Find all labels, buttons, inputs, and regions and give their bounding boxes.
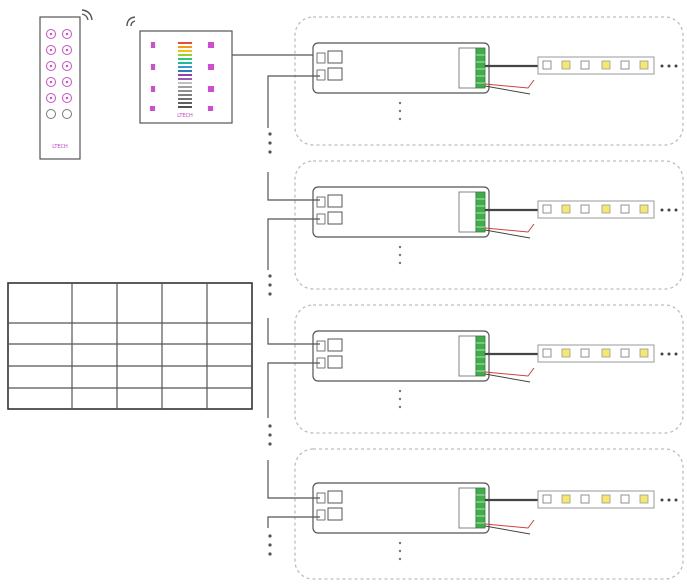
remote-controller: LTECH <box>39 16 81 160</box>
zone-3 <box>294 304 684 434</box>
zone-1 <box>294 16 684 146</box>
chain-continuation-dots <box>268 132 272 556</box>
led-strip-4 <box>537 490 655 509</box>
strip-continuation-dots <box>660 64 678 502</box>
color-slider <box>178 42 192 108</box>
remote-brand-label: LTECH <box>52 144 68 150</box>
led-strip-2 <box>537 200 655 219</box>
panel-wifi-icon <box>126 16 136 27</box>
zone-4 <box>294 448 684 580</box>
chain-wire-2-in <box>267 172 320 201</box>
wall-panel: LTECH <box>139 30 233 124</box>
driver-continuation-dots <box>398 101 402 561</box>
chain-wire-4-out <box>267 516 320 528</box>
chain-wire-2-out <box>267 218 320 270</box>
panel-icons <box>150 42 214 111</box>
panel-brand-label: LTECH <box>177 113 193 119</box>
chain-wire-1-out <box>267 75 320 128</box>
remote-buttons <box>46 29 72 119</box>
chain-wire-3-in <box>267 318 320 345</box>
driver-1 <box>312 42 490 94</box>
chain-wire-3-out <box>267 362 320 418</box>
grid-table <box>7 282 253 410</box>
chain-wire-4-in <box>267 460 320 499</box>
driver-2 <box>312 186 490 238</box>
remote-wifi-icon <box>81 9 93 21</box>
led-strip-1 <box>537 56 655 75</box>
led-output-wires <box>485 64 540 502</box>
zone-2 <box>294 160 684 290</box>
power-input-wires <box>484 79 535 535</box>
driver-3 <box>312 330 490 382</box>
driver-4 <box>312 482 490 534</box>
led-strip-3 <box>537 344 655 363</box>
